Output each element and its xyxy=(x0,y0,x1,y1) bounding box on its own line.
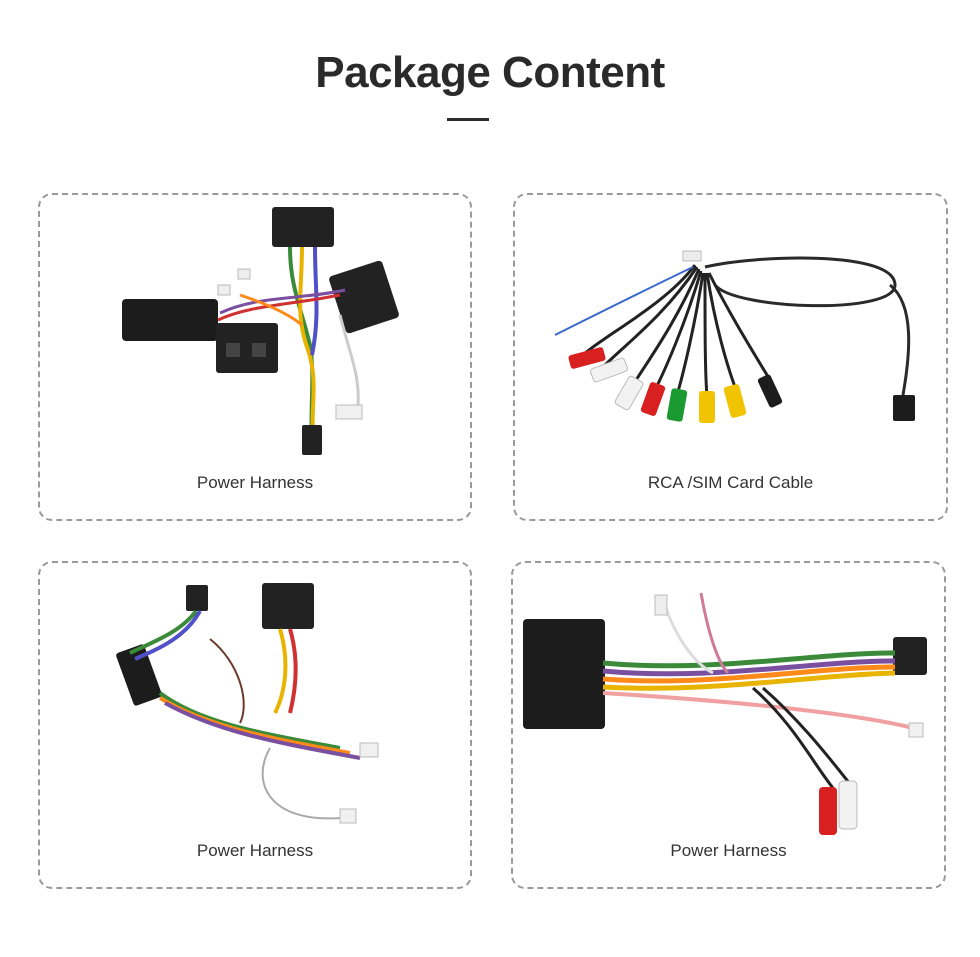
power-harness-image xyxy=(523,592,927,835)
power-harness-image xyxy=(122,207,399,455)
title-underline xyxy=(447,118,489,121)
product-caption: Power Harness xyxy=(670,841,787,860)
product-card-power-harness-3: Power Harness xyxy=(511,561,946,889)
rca-sim-cable-image xyxy=(554,250,915,423)
page-title: Package Content xyxy=(315,48,665,97)
power-harness-image xyxy=(116,583,379,824)
product-caption: RCA /SIM Card Cable xyxy=(647,473,814,492)
product-caption: Power Harness xyxy=(196,473,314,492)
product-card-power-harness-1: Power Harness xyxy=(38,193,472,521)
product-caption: Power Harness xyxy=(196,841,314,860)
product-card-power-harness-2: Power Harness xyxy=(38,561,472,889)
product-card-rca-sim-cable: RCA /SIM Card Cable xyxy=(513,193,948,521)
